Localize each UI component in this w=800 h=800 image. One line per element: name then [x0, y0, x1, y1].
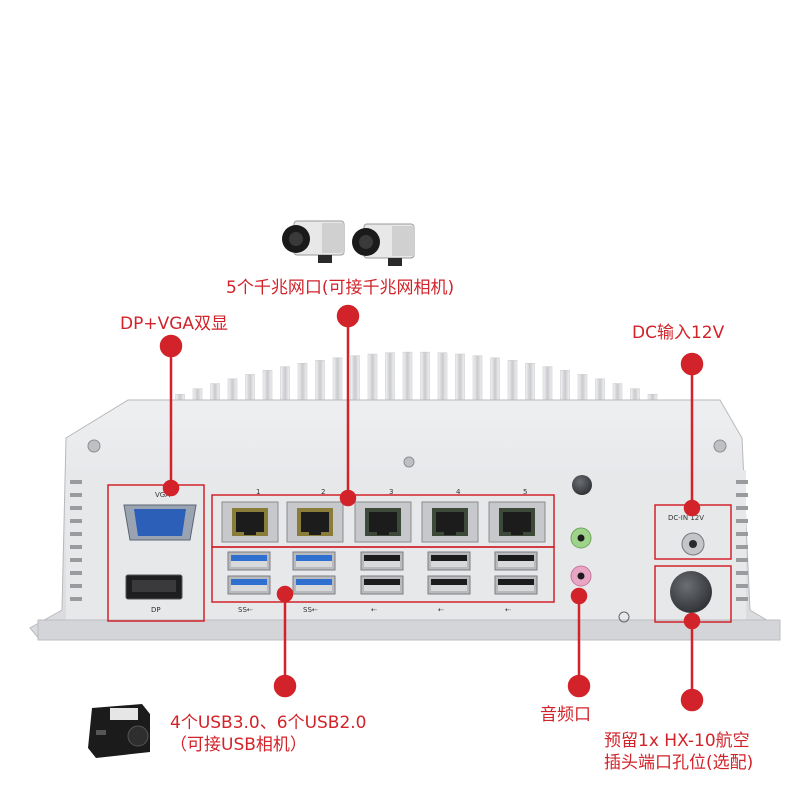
- usb-symbol-icon: ⇠: [371, 606, 377, 614]
- usb2-port: [427, 551, 471, 571]
- lan-port-number: 4: [456, 488, 461, 496]
- usb3-port: [227, 551, 271, 571]
- vga-port-inner: [134, 509, 186, 536]
- vent-slot: [736, 480, 748, 484]
- screw: [403, 456, 415, 468]
- ethernet-callout: 5个千兆网口(可接千兆网相机): [226, 278, 455, 298]
- usb3-port: [292, 551, 336, 571]
- usb-symbol-icon: ⇠: [438, 606, 444, 614]
- vent-slot: [736, 545, 748, 549]
- lan-port: 4: [421, 488, 479, 543]
- ground-symbol: [618, 611, 630, 623]
- vent-slot: [736, 558, 748, 562]
- display-callout: DP+VGA双显: [120, 314, 229, 334]
- lan-port: 1: [221, 488, 279, 543]
- dc-in-callout: DC输入12V: [632, 323, 725, 343]
- vga-label: VGA: [155, 491, 170, 499]
- vent-slot: [736, 532, 748, 536]
- usb3-symbol-icon: SS⇠: [238, 606, 253, 614]
- screw: [713, 439, 727, 453]
- usb-symbol-icon: ⇠: [505, 606, 511, 614]
- aviation-callout-line-1: 预留1x HX-10航空: [604, 731, 750, 751]
- vent-slot: [736, 506, 748, 510]
- dc-in-jack-hole: [689, 540, 697, 548]
- usb-callout: 4个USB3.0、6个USB2.0 （可接USB相机）: [170, 712, 400, 756]
- usb3-symbol-icon: SS⇠: [303, 606, 318, 614]
- lan-ports: 1 2 3 4 5: [221, 488, 546, 543]
- right-vent-slots: [736, 480, 748, 601]
- audio-mic-in-hole: [577, 572, 585, 580]
- vent-slot: [736, 584, 748, 588]
- lan-port-number: 5: [523, 488, 527, 496]
- gige-camera-icon: [352, 223, 415, 266]
- dp-port-inner: [132, 580, 176, 592]
- lan-port-number: 3: [389, 488, 393, 496]
- audio-line-out-hole: [577, 534, 585, 542]
- vent-slot: [736, 597, 748, 601]
- power-button: [572, 475, 592, 495]
- vent-slot: [70, 532, 82, 536]
- usb2-port: [360, 551, 404, 571]
- lan-port: 3: [354, 488, 412, 543]
- callout-leaders: [159, 304, 704, 712]
- lan-port-number: 2: [321, 488, 325, 496]
- vent-slot: [70, 597, 82, 601]
- base-plate: [37, 619, 781, 641]
- aviation-callout-line-2: 插头端口孔位(选配): [604, 753, 754, 773]
- usb2-port: [360, 575, 404, 595]
- vent-slot: [736, 571, 748, 575]
- usb-camera-icon: [88, 704, 150, 758]
- aviation-plug-cap: [670, 571, 712, 613]
- vent-slot: [70, 506, 82, 510]
- vent-slot: [70, 584, 82, 588]
- usb2-port: [427, 575, 471, 595]
- vent-slot: [70, 558, 82, 562]
- vent-slot: [70, 493, 82, 497]
- dc-in-label: DC-IN 12V: [668, 514, 704, 522]
- vent-slot: [70, 480, 82, 484]
- vent-slot: [70, 571, 82, 575]
- aviation-plug-callout: 预留1x HX-10航空 插头端口孔位(选配): [604, 730, 794, 774]
- audio-callout: 音频口: [540, 705, 591, 725]
- usb-ports: SS⇠ SS⇠ ⇠ ⇠ ⇠: [227, 551, 538, 614]
- display-ports-region: [107, 484, 205, 622]
- usb3-port: [227, 575, 271, 595]
- usb3-port: [292, 575, 336, 595]
- dp-label: DP: [151, 606, 161, 614]
- left-vent-slots: [70, 480, 82, 601]
- screw: [87, 439, 101, 453]
- usb-callout-line-2: （可接USB相机）: [170, 735, 307, 755]
- usb2-port: [494, 575, 538, 595]
- usb2-port: [494, 551, 538, 571]
- vent-slot: [736, 519, 748, 523]
- usb-region: [211, 546, 555, 603]
- lan-port: 2: [286, 488, 344, 543]
- vent-slot: [70, 545, 82, 549]
- lan-port: 5: [488, 488, 546, 543]
- vent-slot: [736, 493, 748, 497]
- lan-port-number: 1: [256, 488, 260, 496]
- usb-callout-line-1: 4个USB3.0、6个USB2.0: [170, 713, 367, 733]
- vent-slot: [70, 519, 82, 523]
- gige-camera-icon: [282, 220, 345, 263]
